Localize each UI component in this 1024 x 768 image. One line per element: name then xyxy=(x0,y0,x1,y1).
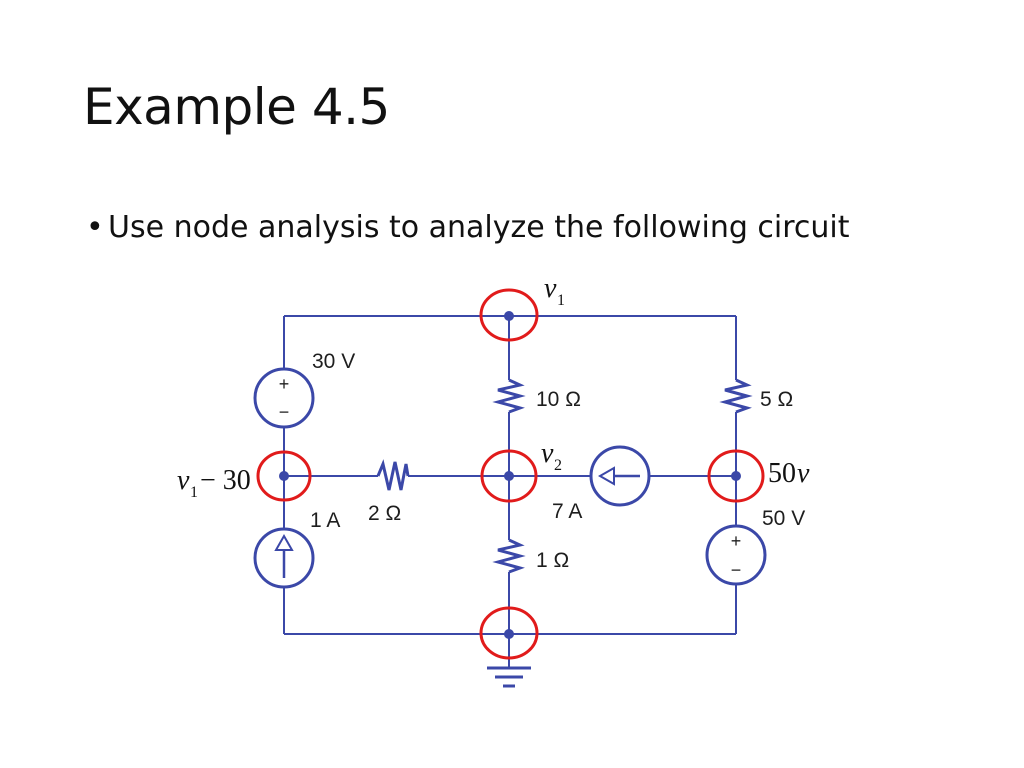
minus-sign: − xyxy=(731,560,742,580)
resistor-1-ohm xyxy=(492,538,526,574)
label-7a: 7 A xyxy=(552,500,582,523)
svg-text:2: 2 xyxy=(554,457,562,474)
svg-text:v: v xyxy=(797,458,810,489)
resistor-10-ohm xyxy=(492,378,526,414)
svg-text:1: 1 xyxy=(190,484,198,501)
svg-text:v: v xyxy=(544,273,557,304)
node-dot-right xyxy=(731,471,741,481)
current-source-7a xyxy=(589,445,651,507)
svg-text:v: v xyxy=(541,438,554,469)
slide-title: Example 4.5 xyxy=(83,78,390,136)
bullet-icon: • xyxy=(86,210,104,245)
label-1a: 1 A xyxy=(310,509,340,532)
resistor-2-ohm xyxy=(376,459,410,491)
label-10-ohm: 10 Ω xyxy=(536,388,581,411)
label-2-ohm: 2 Ω xyxy=(368,502,401,525)
svg-text:v: v xyxy=(177,465,190,496)
bullet-text: Use node analysis to analyze the followi… xyxy=(108,210,850,245)
arrow-left-icon xyxy=(597,466,615,486)
node-dot-left xyxy=(279,471,289,481)
node-label-v2: v 2 xyxy=(541,438,562,474)
current-source-1a xyxy=(253,527,315,589)
label-5-ohm: 5 Ω xyxy=(760,388,793,411)
label-30v: 30 V xyxy=(312,350,355,373)
svg-text:− 30: − 30 xyxy=(200,465,251,496)
highlight-node-v1 xyxy=(479,288,539,342)
voltage-source-30v: + − xyxy=(253,367,315,429)
node-dot-ground xyxy=(504,629,514,639)
node-dot-v2 xyxy=(504,471,514,481)
plus-sign: + xyxy=(731,531,742,551)
svg-text:50: 50 xyxy=(768,458,796,489)
resistor-5-ohm xyxy=(719,378,753,414)
node-label-left: v 1 − 30 xyxy=(177,465,251,501)
highlight-node-ground xyxy=(479,606,539,660)
ground-icon xyxy=(487,666,531,688)
minus-sign: − xyxy=(279,402,290,422)
bullet-item: •Use node analysis to analyze the follow… xyxy=(86,210,850,245)
label-1-ohm: 1 Ω xyxy=(536,549,569,572)
plus-sign: + xyxy=(279,374,290,394)
node-dot-v1 xyxy=(504,311,514,321)
arrow-up-icon xyxy=(274,533,294,551)
label-50v: 50 V xyxy=(762,507,805,530)
highlight-node-left xyxy=(256,450,312,502)
node-label-right: 50 v xyxy=(768,458,810,489)
voltage-source-50v: + − xyxy=(705,524,767,586)
svg-text:1: 1 xyxy=(557,292,565,309)
highlight-node-v2 xyxy=(480,449,538,503)
highlight-node-right xyxy=(707,449,765,503)
node-label-v1: v 1 xyxy=(544,273,565,309)
